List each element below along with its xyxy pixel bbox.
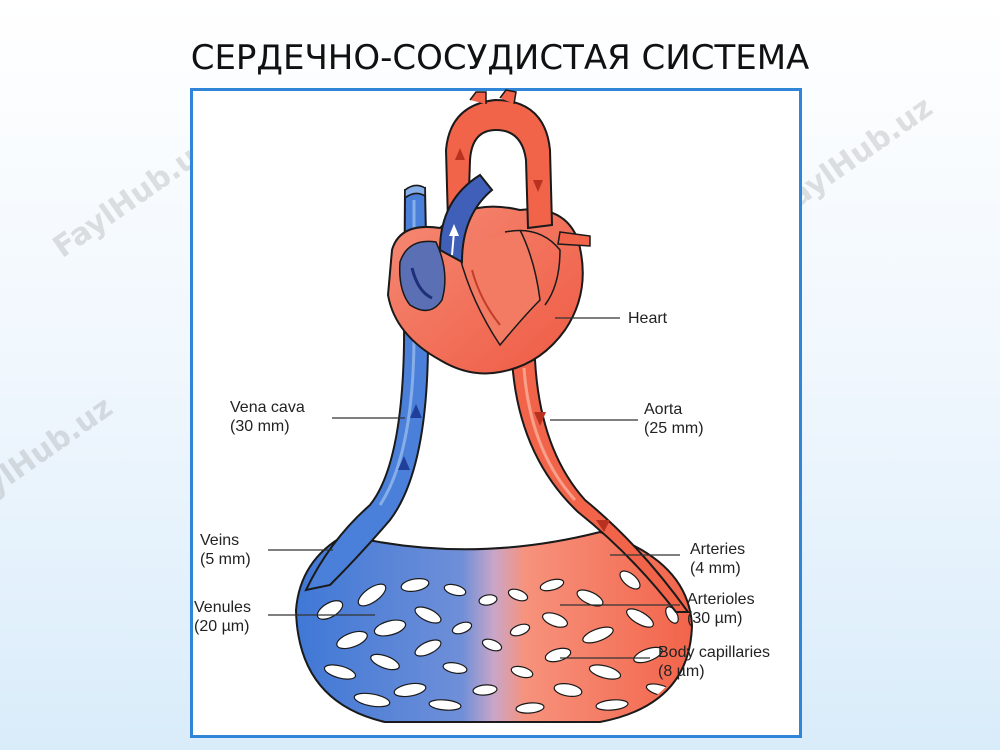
label-heart: Heart bbox=[628, 309, 667, 328]
label-capillaries-name: Body capillaries bbox=[658, 644, 771, 661]
label-aorta: Aorta (25 mm) bbox=[644, 400, 704, 438]
label-capillaries: Body capillaries (8 µm) bbox=[658, 643, 770, 681]
aortic-arch bbox=[444, 98, 554, 230]
label-vena-cava-size: (30 mm) bbox=[230, 418, 290, 435]
label-venules: Venules (20 µm) bbox=[194, 598, 251, 636]
label-arteries-name: Arteries bbox=[690, 541, 746, 558]
aorta-vessel bbox=[510, 359, 690, 613]
label-veins: Veins (5 mm) bbox=[200, 531, 251, 569]
label-aorta-name: Aorta bbox=[644, 401, 683, 418]
label-vena-cava-name: Vena cava bbox=[230, 399, 305, 416]
label-arterioles-size: (30 µm) bbox=[687, 610, 743, 627]
label-venules-size: (20 µm) bbox=[194, 618, 250, 635]
leader-lines bbox=[268, 317, 680, 659]
slide-title: СЕРДЕЧНО-СОСУДИСТАЯ СИСТЕМА bbox=[190, 38, 810, 78]
vena-cava-vessel bbox=[304, 186, 430, 592]
label-aorta-size: (25 mm) bbox=[644, 420, 704, 437]
right-atrium bbox=[398, 240, 446, 312]
capillary-mesh bbox=[316, 570, 679, 714]
label-arterioles-name: Arterioles bbox=[687, 591, 755, 608]
label-heart-name: Heart bbox=[628, 310, 668, 327]
venous-flow-arrows bbox=[398, 404, 422, 470]
label-veins-size: (5 mm) bbox=[200, 551, 251, 568]
label-capillaries-size: (8 µm) bbox=[658, 663, 705, 680]
arterial-flow-arrows bbox=[455, 148, 610, 532]
label-vena-cava: Vena cava (30 mm) bbox=[230, 398, 305, 436]
label-arterioles: Arterioles (30 µm) bbox=[687, 590, 755, 628]
label-veins-name: Veins bbox=[200, 532, 240, 549]
label-arteries-size: (4 mm) bbox=[690, 560, 741, 577]
label-venules-name: Venules bbox=[194, 599, 251, 616]
label-arteries: Arteries (4 mm) bbox=[690, 540, 745, 578]
